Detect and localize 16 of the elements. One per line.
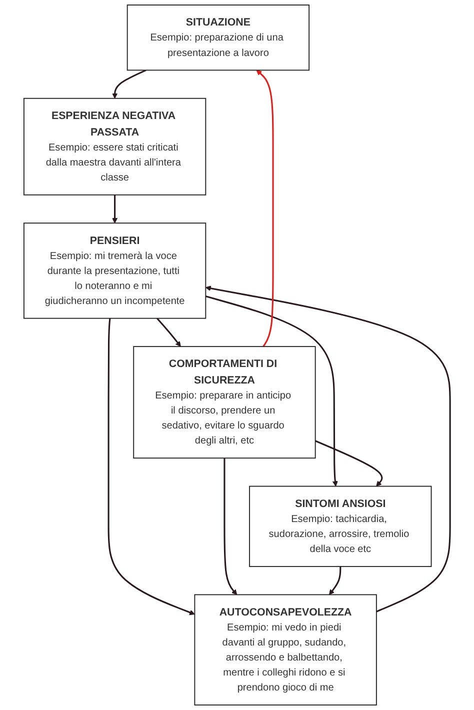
arrow xyxy=(205,296,338,487)
arrow xyxy=(256,70,274,347)
arrow xyxy=(112,194,118,224)
node-box: PENSIERI Esempio: mi tremerà la voce durante la presentazione, tutti lo noteranno e mi giudicheranno un incompetente xyxy=(23,222,206,319)
arrow xyxy=(112,69,146,99)
arrow xyxy=(205,286,451,612)
node-box: AUTOCONSAPEVOLEZZA Esempio: mi vedo in piedi davanti al gruppo, sudando, arrossendo e balbettando, mentre i colleghi ridono e si prendono gioco di me xyxy=(194,594,377,706)
node-box: SITUAZIONE Esempio: preparazione di una presentazione a lavoro xyxy=(126,4,310,71)
arrow xyxy=(224,458,238,595)
node-box: ESPERIENZA NEGATIVA PASSATA Esempio: essere stati criticati dalla maestra davanti all'intera classe xyxy=(23,98,206,196)
node-box: SINTOMI ANSIOSI Esempio: tachicardia, sudorazione, arrossire, tremolio della voce etc xyxy=(249,486,432,567)
arrow xyxy=(156,318,181,347)
arrow xyxy=(328,566,342,595)
node-box: COMPORTAMENTI DI SICUREZZA Esempio: preparare in anticipo il discorso, prendere un sedativo, evitare lo sguardo degli altri, etc xyxy=(133,346,316,459)
arrow xyxy=(315,440,383,487)
arrow xyxy=(108,318,195,616)
